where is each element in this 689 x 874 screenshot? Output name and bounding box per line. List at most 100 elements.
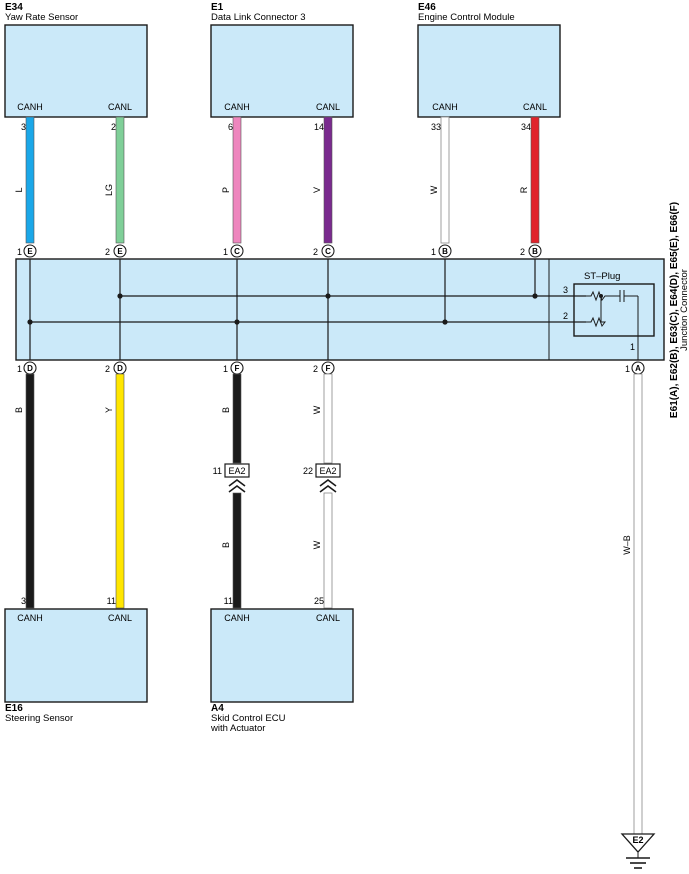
pin-number: 2 bbox=[105, 364, 110, 374]
pin-number: 3 bbox=[21, 596, 26, 606]
pin-number: 2 bbox=[313, 364, 318, 374]
component-name: with Actuator bbox=[210, 723, 265, 734]
wire-color-code: B bbox=[221, 407, 231, 413]
connector-pin: 22 bbox=[303, 466, 313, 476]
pin-number: 11 bbox=[224, 596, 233, 606]
wire-body bbox=[232, 373, 242, 464]
resistor-icon bbox=[586, 290, 620, 302]
component-code: E46 bbox=[418, 2, 436, 13]
pin-letter: C bbox=[325, 247, 331, 256]
component-box bbox=[210, 608, 354, 703]
wire-color-code: V bbox=[312, 187, 322, 193]
component-name: Data Link Connector 3 bbox=[211, 12, 306, 23]
pin-label: CANL bbox=[316, 102, 340, 112]
junction-codes: E61(A), E62(B), E63(C), E64(D), E65(E), … bbox=[669, 202, 680, 418]
wire-body bbox=[232, 492, 242, 609]
wire-skid-canh-lower[interactable] bbox=[232, 492, 242, 609]
st-plug[interactable]: ST–Plug 3 2 1 bbox=[563, 271, 655, 360]
connector-ea2-22[interactable]: 22 EA2 bbox=[303, 463, 341, 493]
wire-skid-canl-upper[interactable] bbox=[323, 373, 333, 464]
wire-color-code: W–B bbox=[622, 535, 632, 555]
st-pin-number: 1 bbox=[630, 342, 635, 352]
component-steering-sensor[interactable]: 3 11 CANH CANL E16 Steering Sensor bbox=[4, 596, 148, 724]
pin-circle[interactable] bbox=[113, 244, 127, 258]
chevron-up-icon bbox=[228, 479, 246, 493]
pin-number: 1 bbox=[223, 247, 228, 257]
component-name: Skid Control ECU bbox=[211, 713, 286, 724]
wire-color-code: W bbox=[312, 540, 322, 549]
junction-dot bbox=[325, 293, 331, 299]
pin-circle[interactable] bbox=[230, 244, 244, 258]
wire-skid-canh-upper[interactable] bbox=[232, 373, 242, 464]
component-name: Engine Control Module bbox=[418, 12, 515, 23]
junction-connector[interactable]: ST–Plug 3 2 1 1 E 2 E 1 C bbox=[15, 202, 689, 418]
component-name: Steering Sensor bbox=[5, 713, 73, 724]
component-data-link-connector[interactable]: E1 Data Link Connector 3 CANH CANL 6 14 bbox=[210, 2, 354, 132]
junction-dot bbox=[27, 319, 33, 325]
component-box bbox=[4, 608, 148, 703]
connector-ea2-11[interactable]: 11 EA2 bbox=[213, 463, 250, 493]
pin-letter: C bbox=[234, 247, 240, 256]
wire-color-code: B bbox=[221, 542, 231, 548]
component-box bbox=[4, 24, 148, 118]
pin-label: CANH bbox=[432, 102, 458, 112]
pin-number: 6 bbox=[228, 122, 233, 132]
pin-label: CANL bbox=[316, 613, 340, 623]
component-yaw-rate-sensor[interactable]: E34 Yaw Rate Sensor CANH CANL 3 2 bbox=[4, 2, 148, 132]
st-plug-box bbox=[573, 283, 655, 337]
pin-circle[interactable] bbox=[528, 244, 542, 258]
wire-ecm-canh[interactable] bbox=[440, 116, 450, 244]
pin-letter: B bbox=[442, 247, 448, 256]
wire-body bbox=[232, 116, 242, 244]
pin-number: 1 bbox=[625, 364, 630, 374]
component-box bbox=[417, 24, 561, 118]
pin-number: 1 bbox=[17, 364, 22, 374]
wire-color-code: W bbox=[312, 405, 322, 414]
connector-box bbox=[224, 463, 250, 478]
wire-dlc-canh[interactable] bbox=[232, 116, 242, 244]
wire-body bbox=[25, 373, 35, 609]
pin-label: CANH bbox=[17, 613, 43, 623]
junction-dot bbox=[234, 319, 240, 325]
junction-bottom-pins: 1 D 2 D 1 F 2 F 1 A bbox=[17, 361, 645, 375]
component-code: E1 bbox=[211, 2, 224, 13]
wire-color-code: B bbox=[14, 407, 24, 413]
pin-circle[interactable] bbox=[321, 244, 335, 258]
component-code: E16 bbox=[5, 703, 23, 714]
pin-circle[interactable] bbox=[438, 244, 452, 258]
wire-yaw-canl[interactable] bbox=[115, 116, 125, 244]
pin-letter: A bbox=[635, 364, 641, 373]
pin-letter: F bbox=[326, 364, 331, 373]
component-code: E34 bbox=[5, 2, 23, 13]
resistor-icon bbox=[586, 296, 606, 328]
pin-number: 1 bbox=[17, 247, 22, 257]
pin-letter: F bbox=[235, 364, 240, 373]
junction-box bbox=[15, 258, 665, 361]
wire-body bbox=[115, 373, 125, 609]
component-skid-control-ecu[interactable]: 11 25 CANH CANL A4 Skid Control ECU with… bbox=[210, 596, 354, 734]
wire-skid-canl-lower[interactable] bbox=[323, 492, 333, 609]
pin-letter: E bbox=[27, 247, 33, 256]
pin-circle[interactable] bbox=[23, 244, 37, 258]
wire-color-code: Y bbox=[104, 407, 114, 413]
st-pin-number: 3 bbox=[563, 285, 568, 295]
pin-number: 33 bbox=[431, 122, 441, 132]
wire-yaw-canh[interactable] bbox=[25, 116, 35, 244]
ground-e2[interactable]: E2 bbox=[620, 833, 656, 869]
wire-steer-canl[interactable] bbox=[115, 373, 125, 609]
wire-ground[interactable] bbox=[633, 373, 643, 835]
wire-dlc-canl[interactable] bbox=[323, 116, 333, 244]
component-engine-control-module[interactable]: E46 Engine Control Module CANH CANL 33 3… bbox=[417, 2, 561, 132]
pin-number: 2 bbox=[313, 247, 318, 257]
st-pin-number: 2 bbox=[563, 311, 568, 321]
pin-number: 34 bbox=[521, 122, 531, 132]
pin-label: CANH bbox=[17, 102, 43, 112]
connector-pin: 11 bbox=[213, 466, 222, 476]
pin-number: 11 bbox=[107, 596, 116, 606]
wire-ecm-canl[interactable] bbox=[530, 116, 540, 244]
pin-number: 14 bbox=[314, 122, 324, 132]
junction-dot bbox=[532, 293, 538, 299]
wire-steer-canh[interactable] bbox=[25, 373, 35, 609]
pin-letter: B bbox=[532, 247, 538, 256]
